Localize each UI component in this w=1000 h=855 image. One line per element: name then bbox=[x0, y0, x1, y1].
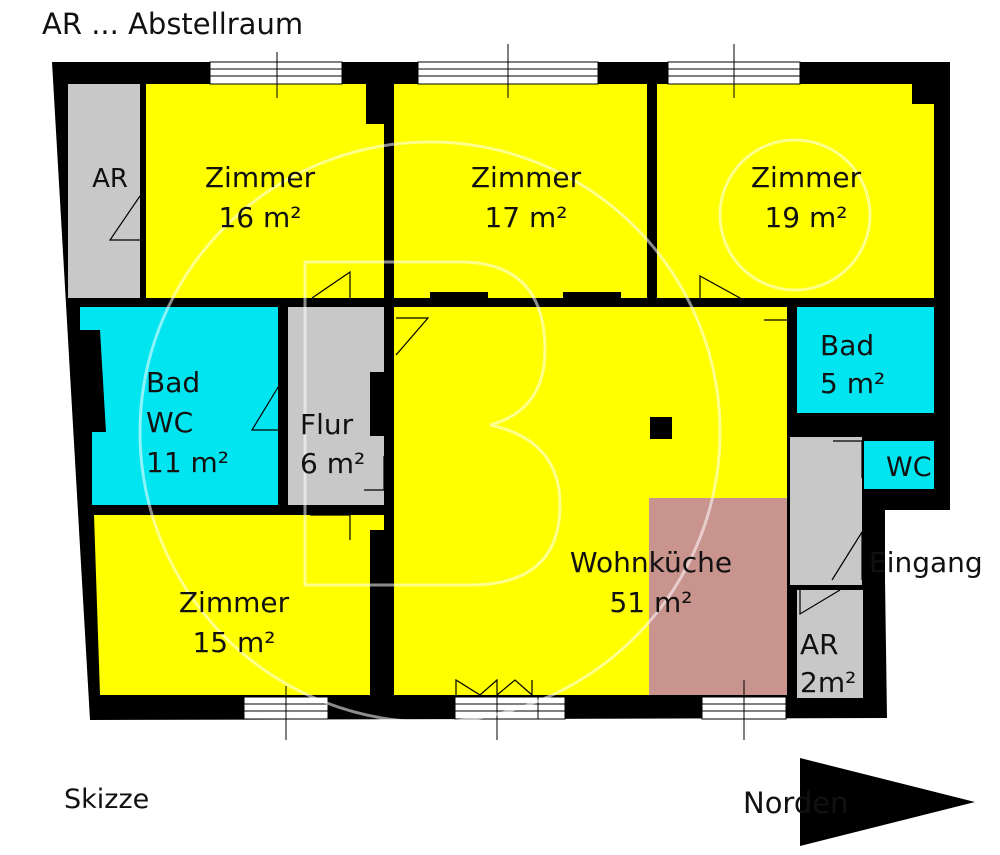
room-label: AR bbox=[800, 628, 839, 661]
room-ar-2 bbox=[797, 590, 863, 698]
north-arrow-icon bbox=[800, 758, 975, 846]
column bbox=[650, 417, 672, 439]
room-label: Zimmer bbox=[751, 161, 862, 194]
room-label: WC bbox=[146, 406, 193, 439]
room-area: 51 m² bbox=[609, 586, 692, 619]
wall-notch bbox=[370, 372, 384, 436]
room-ar-top bbox=[68, 84, 140, 298]
room-area: 19 m² bbox=[764, 201, 847, 234]
wall-gap bbox=[563, 292, 621, 300]
room-area: 15 m² bbox=[192, 626, 275, 659]
room-kitchen-area bbox=[649, 498, 787, 695]
room-bad-wc bbox=[80, 307, 278, 505]
sketch-label: Skizze bbox=[64, 784, 149, 815]
room-area: 11 m² bbox=[146, 446, 229, 479]
window bbox=[243, 686, 329, 740]
room-label: Wohnküche bbox=[570, 546, 732, 579]
wall-notch bbox=[376, 530, 394, 695]
watermark-logo-icon bbox=[138, 138, 872, 724]
room-label: Bad bbox=[146, 366, 200, 399]
wall-notch bbox=[366, 84, 384, 124]
room-label: Bad bbox=[820, 329, 874, 362]
room-label: Zimmer bbox=[179, 586, 290, 619]
room-label: Zimmer bbox=[471, 161, 582, 194]
room-label: WC bbox=[886, 452, 932, 483]
room-wc bbox=[864, 441, 934, 489]
window bbox=[209, 52, 343, 98]
room-area: 16 m² bbox=[218, 201, 301, 234]
room-label: AR bbox=[92, 164, 128, 194]
window bbox=[667, 44, 801, 98]
room-area: 5 m² bbox=[820, 367, 885, 400]
legend-text: AR ... Abstellraum bbox=[42, 7, 303, 41]
room-label: Flur bbox=[300, 408, 354, 441]
room-area: 2m² bbox=[800, 666, 856, 699]
door-swing bbox=[108, 195, 863, 697]
window bbox=[417, 44, 599, 98]
north-label: Norden bbox=[743, 786, 848, 820]
room-zimmer-15 bbox=[94, 515, 384, 695]
room-area: 17 m² bbox=[484, 201, 567, 234]
entrance-label: Eingang bbox=[869, 546, 983, 579]
room-vorraum bbox=[790, 437, 862, 585]
room-label: Zimmer bbox=[205, 161, 316, 194]
window bbox=[701, 680, 787, 740]
room-area: 6 m² bbox=[300, 447, 365, 480]
room-bad-5 bbox=[797, 307, 934, 413]
wall-gap bbox=[430, 292, 488, 300]
